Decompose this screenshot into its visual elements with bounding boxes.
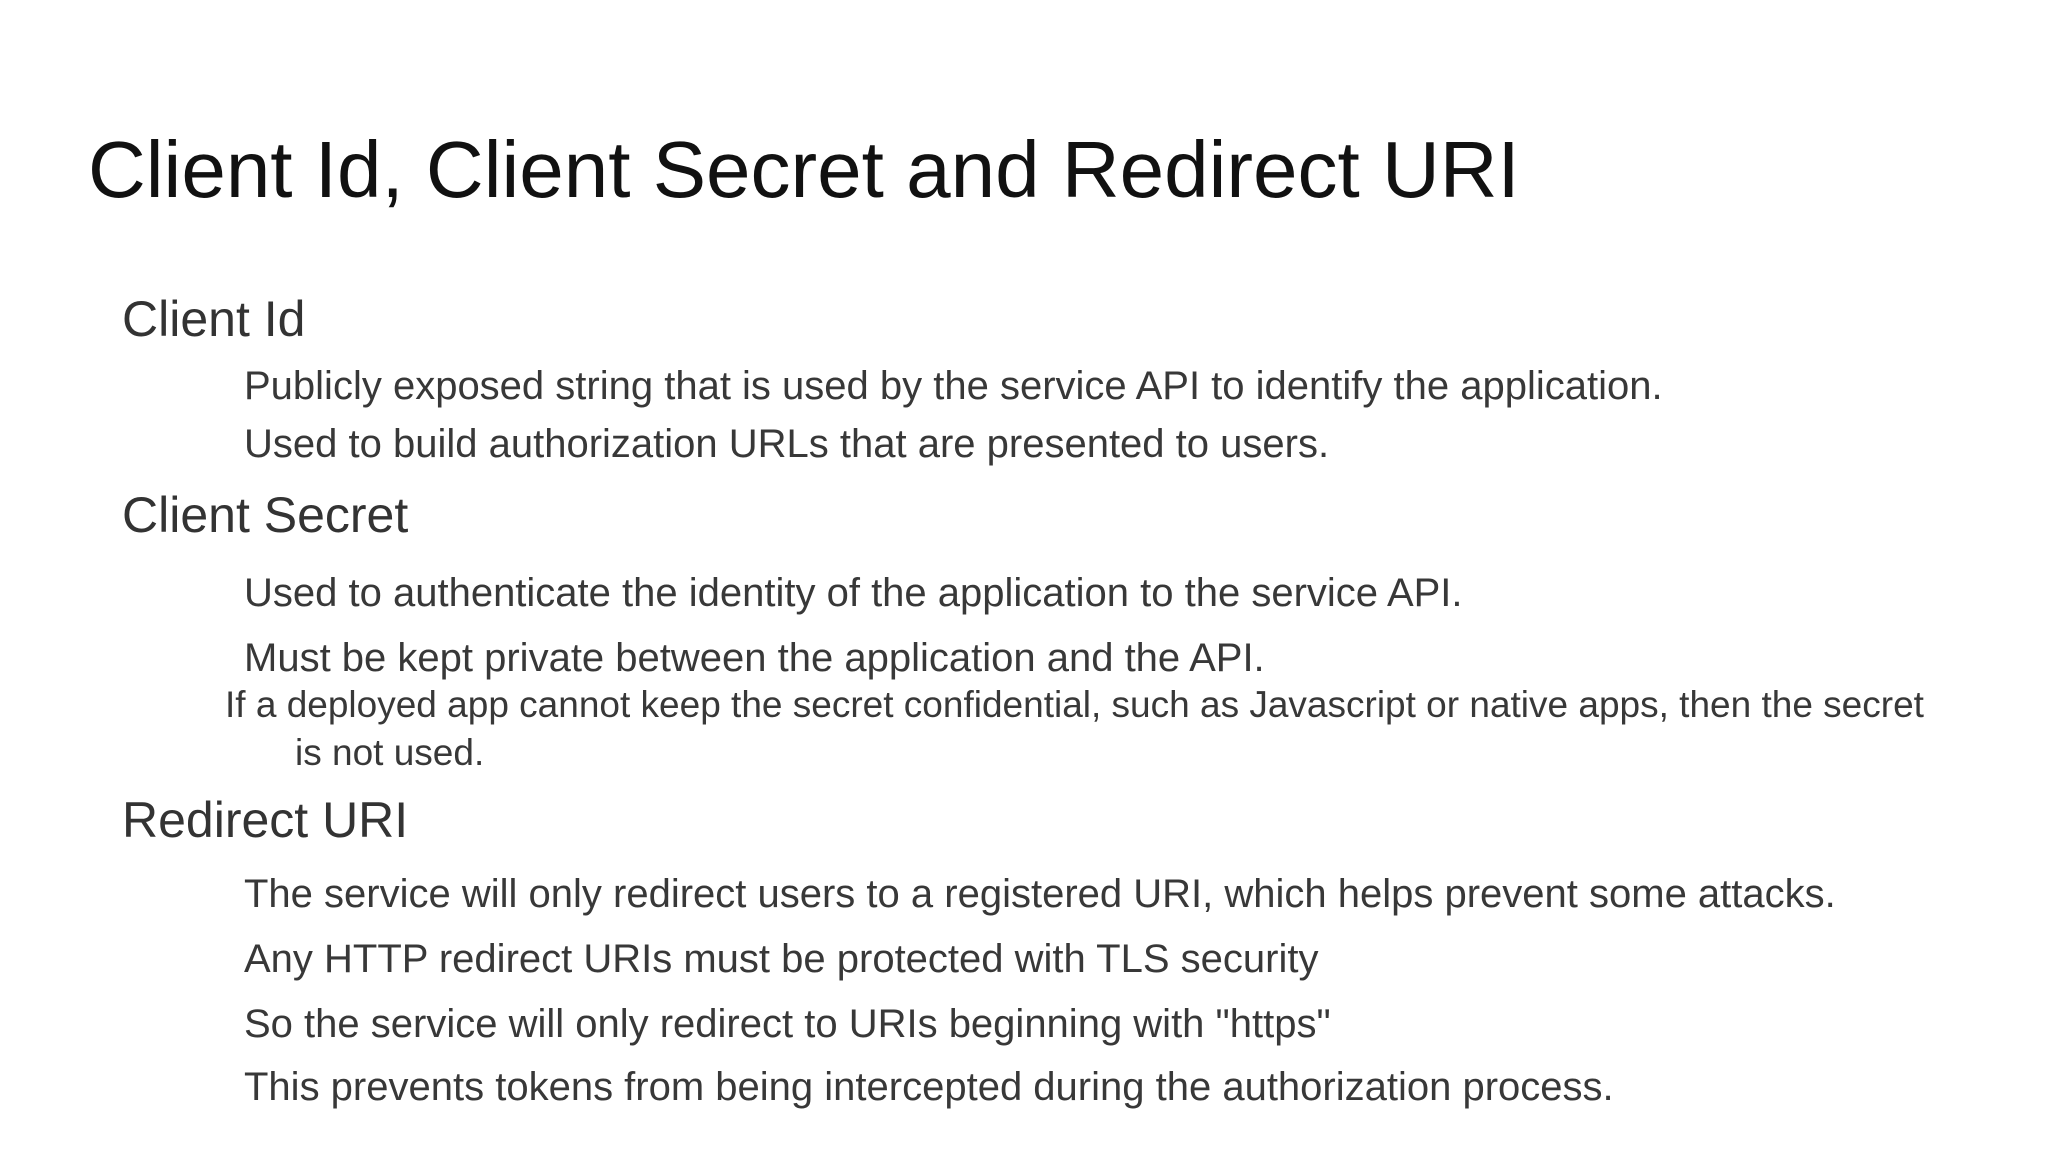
bullet-redirect-uri-https-only: So the service will only redirect to URI… (244, 1002, 1331, 1046)
bullet-client-id-used-to-build: Used to build authorization URLs that ar… (244, 422, 1330, 466)
bullet-client-secret-must-be-kept-private: Must be kept private between the applica… (244, 636, 1265, 680)
slide-title: Client Id, Client Secret and Redirect UR… (88, 125, 1520, 214)
bullet-client-id-publicly-exposed: Publicly exposed string that is used by … (244, 364, 1663, 408)
bullet-redirect-uri-prevents-interception: This prevents tokens from being intercep… (244, 1065, 1614, 1109)
section-heading-client-id: Client Id (122, 291, 306, 347)
bullet-redirect-uri-tls-security: Any HTTP redirect URIs must be protected… (244, 937, 1319, 981)
bullet-redirect-uri-registered-uri: The service will only redirect users to … (244, 872, 1836, 916)
section-heading-client-secret: Client Secret (122, 487, 409, 543)
bullet-client-secret-used-to-authenticate: Used to authenticate the identity of the… (244, 571, 1463, 615)
note-client-secret-deployed-app: If a deployed app cannot keep the secret… (225, 684, 1924, 773)
section-heading-redirect-uri: Redirect URI (122, 792, 409, 848)
